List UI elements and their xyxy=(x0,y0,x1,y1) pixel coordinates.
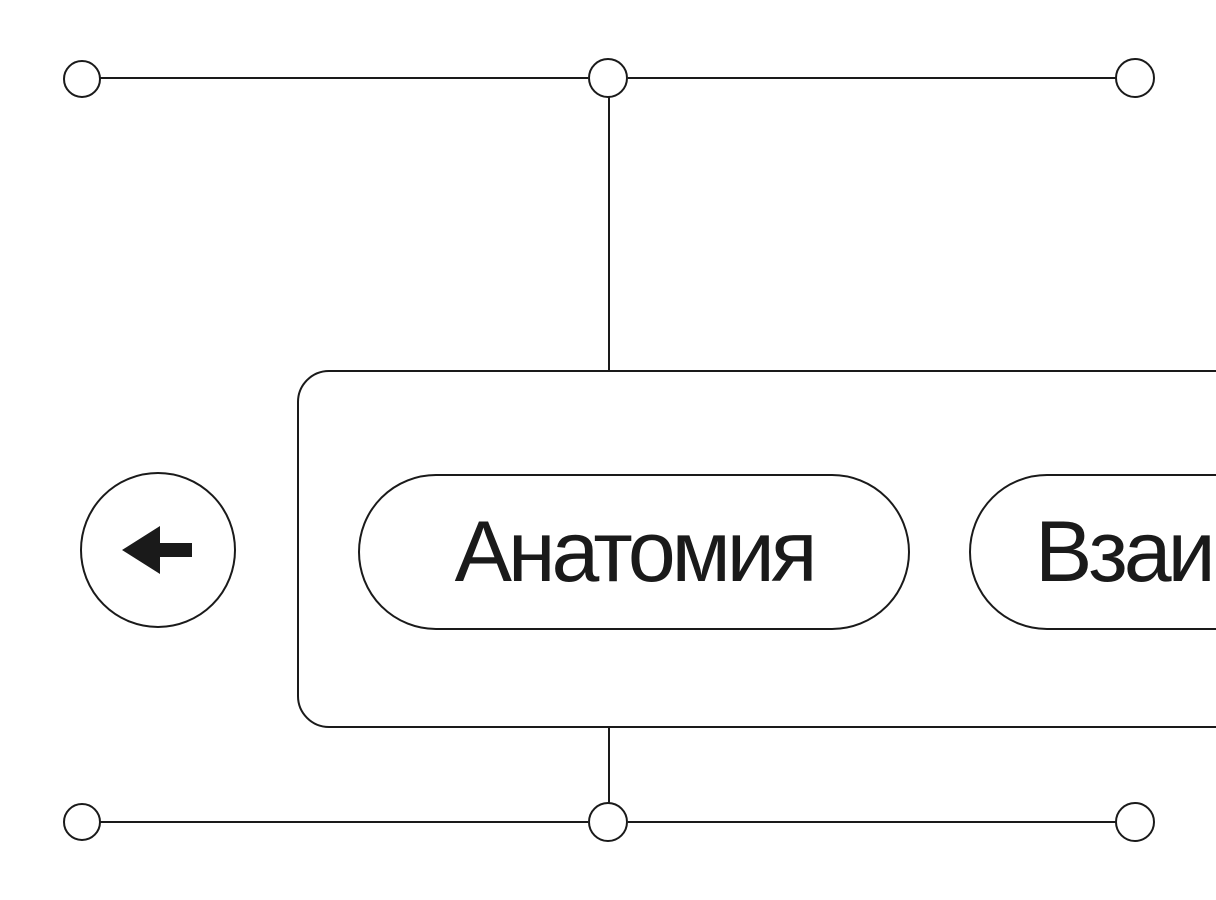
node-top-center xyxy=(588,58,628,98)
node-top-left xyxy=(63,60,101,98)
arrow-left-icon xyxy=(122,526,192,574)
tab-label: Взаи xyxy=(1035,503,1216,600)
tab-anatomy[interactable]: Анатомия xyxy=(358,474,910,630)
node-bottom-center xyxy=(588,802,628,842)
back-button[interactable] xyxy=(80,472,236,628)
tabs-panel: Анатомия Взаи xyxy=(297,370,1216,728)
tab-interaction[interactable]: Взаи xyxy=(969,474,1216,630)
tab-label: Анатомия xyxy=(454,503,818,600)
node-bottom-left xyxy=(63,803,101,841)
node-top-right xyxy=(1115,58,1155,98)
node-bottom-right xyxy=(1115,802,1155,842)
